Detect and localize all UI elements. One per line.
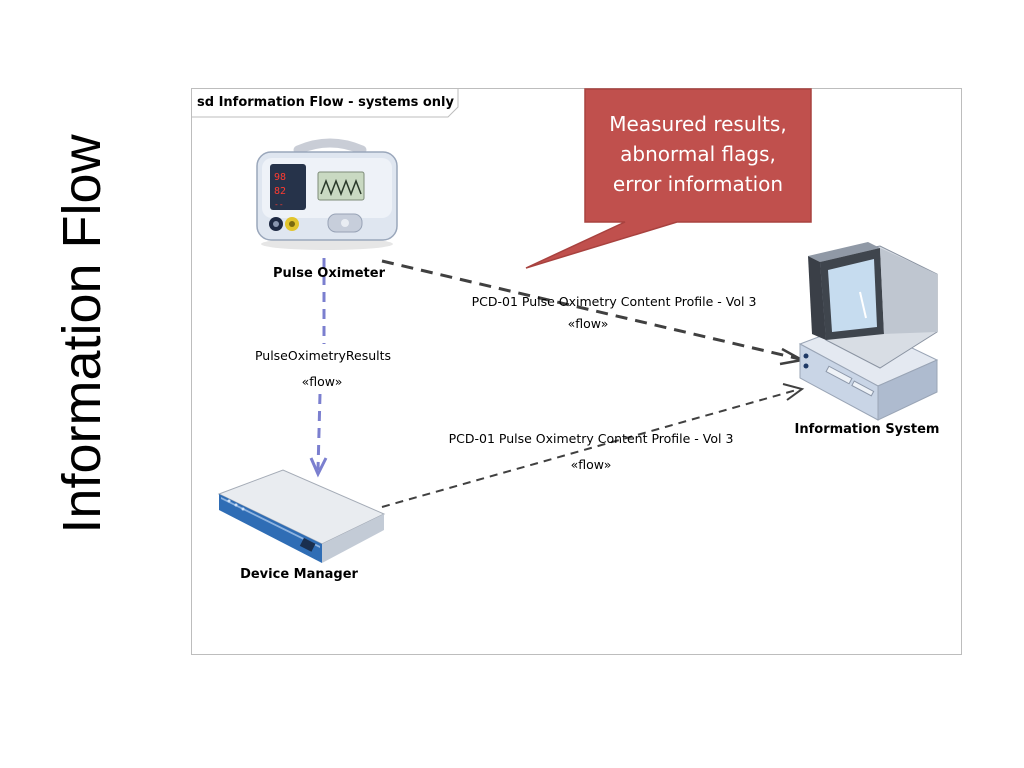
callout-line-1: Measured results,	[609, 112, 787, 136]
frame-label: sd Information Flow - systems only	[197, 95, 454, 110]
flow-stereotype-oximetry-results: «flow»	[301, 374, 343, 389]
callout-line-3: error information	[612, 172, 784, 196]
flow-label-oximetry-results: PulseOximetryResults	[254, 348, 392, 363]
pulse-oximeter-label: Pulse Oximeter	[272, 266, 386, 281]
flow-label-oximeter-to-system: PCD-01 Pulse Oximetry Content Profile - …	[471, 294, 757, 309]
flow-arrow-oximeter-to-system	[381, 259, 806, 366]
callout-text: Measured results, abnormal flags, error …	[586, 109, 810, 199]
svg-text:--: --	[274, 200, 284, 209]
flow-arrow-oximeter-to-manager	[309, 258, 328, 478]
diagram-frame	[191, 88, 962, 655]
callout-line-2: abnormal flags,	[620, 142, 776, 166]
flow-stereotype-oximeter-to-system: «flow»	[567, 316, 609, 331]
device-manager-label: Device Manager	[240, 567, 358, 582]
pulse-oximeter-icon: 98 82 --	[256, 138, 398, 250]
flow-stereotype-manager-to-system: «flow»	[570, 457, 612, 472]
flow-arrow-manager-to-system	[381, 383, 805, 508]
information-system-icon	[798, 242, 939, 421]
svg-text:98: 98	[274, 172, 286, 183]
svg-text:82: 82	[274, 186, 286, 197]
device-manager-icon	[217, 469, 386, 563]
callout-shape	[525, 88, 812, 269]
flow-label-manager-to-system: PCD-01 Pulse Oximetry Content Profile - …	[448, 431, 734, 446]
frame-tab-outline	[191, 88, 459, 118]
information-system-label: Information System	[794, 422, 940, 437]
